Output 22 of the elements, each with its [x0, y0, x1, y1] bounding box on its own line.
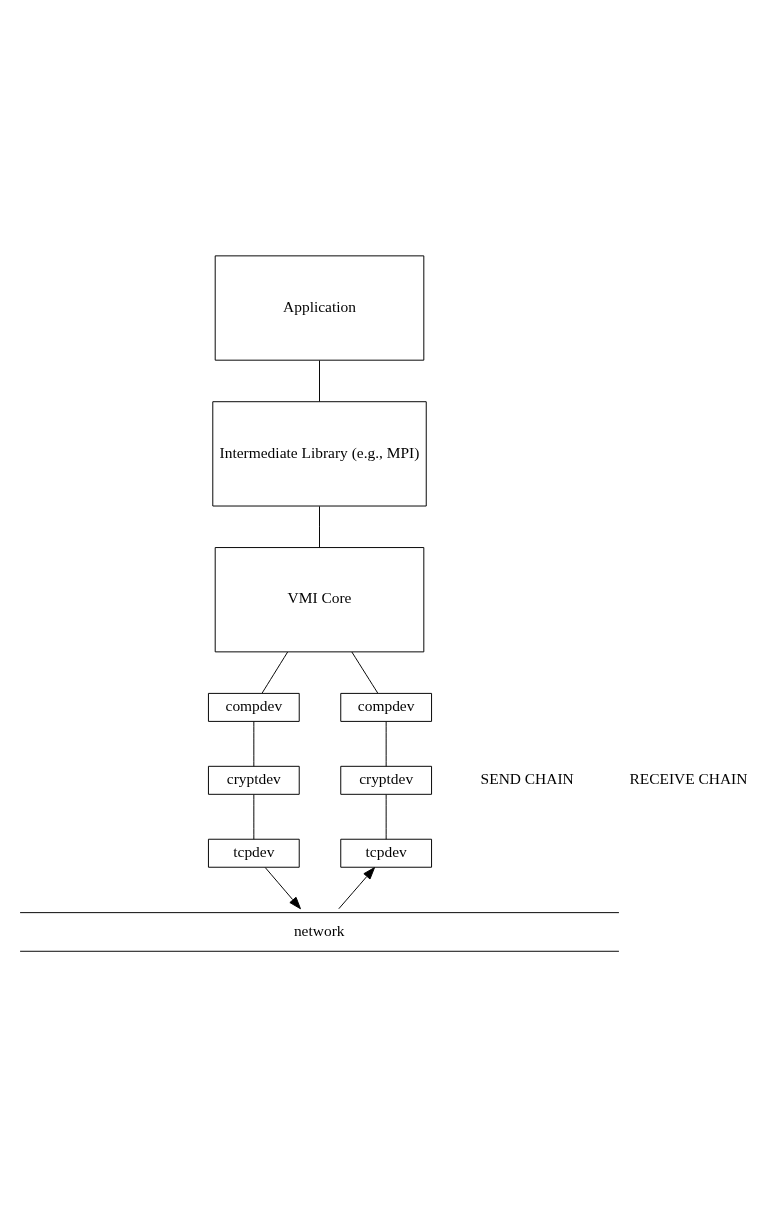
connector	[253, 721, 255, 767]
node-box: Intermediate Library (e.g., MPI)	[212, 401, 427, 507]
node-box: compdev	[340, 692, 433, 722]
node-box: tcpdev	[207, 838, 300, 868]
connector	[351, 651, 379, 694]
connector	[385, 794, 387, 840]
connector	[261, 651, 289, 694]
node-box: compdev	[207, 692, 300, 722]
connector	[319, 360, 320, 402]
node-box: tcpdev	[340, 838, 433, 868]
label: SEND CHAIN	[480, 769, 574, 787]
arrow	[264, 867, 301, 910]
node-box: cryptdev	[207, 765, 300, 795]
arrow	[338, 867, 376, 910]
node-box: cryptdev	[340, 765, 433, 795]
label: RECEIVE CHAIN	[629, 769, 748, 787]
node-box: VMI Core	[214, 547, 425, 653]
connector	[253, 794, 255, 840]
node-text: network	[293, 921, 345, 939]
connector	[319, 505, 320, 548]
node-box: Application	[214, 255, 425, 361]
connector	[385, 721, 387, 767]
